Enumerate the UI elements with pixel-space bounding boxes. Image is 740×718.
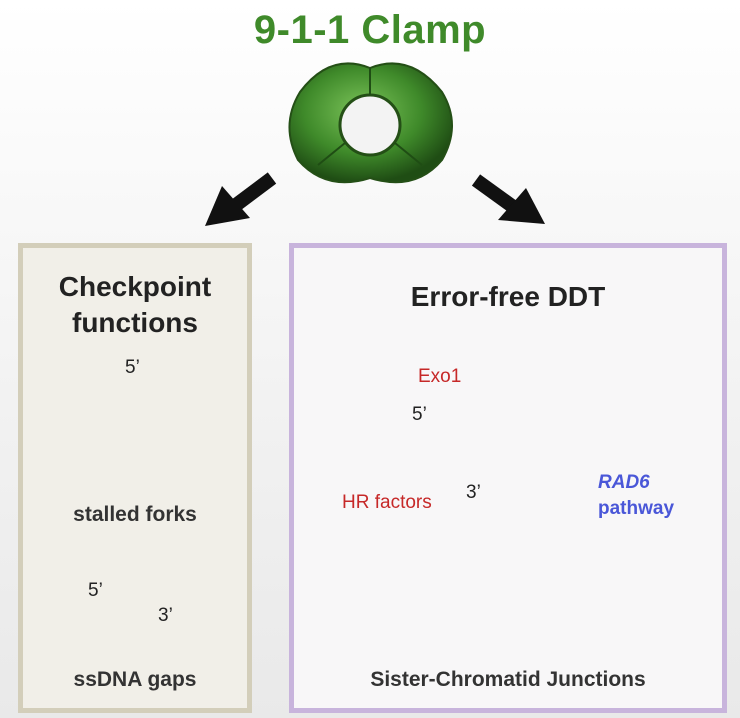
exo1-label: Exo1: [418, 366, 462, 387]
rad6-label: RAD6: [598, 472, 650, 493]
right-arrow-icon: [471, 174, 545, 224]
ssdna-gaps-label: ssDNA gaps: [73, 668, 197, 691]
ddt-title: Error-free DDT: [410, 281, 606, 312]
clamp-ring-icon: [288, 62, 453, 184]
ddt-5prime-label: 5’: [412, 404, 427, 425]
hr-factors-label: HR factors: [342, 492, 432, 513]
checkpoint-functions-panel: Checkpoint functions stalled forks ssDNA…: [18, 243, 252, 713]
pathway-label: pathway: [598, 498, 675, 519]
checkpoint-title-line1: Checkpoint: [58, 271, 212, 302]
error-free-ddt-panel: Error-free DDT Sister-Chromatid Junction…: [289, 243, 727, 713]
diagram-title: 9-1-1 Clamp: [253, 8, 487, 52]
sister-chromatid-junctions-label: Sister-Chromatid Junctions: [370, 668, 646, 691]
checkpoint-title-line2: functions: [72, 307, 198, 338]
ddt-3prime-label: 3’: [466, 482, 481, 503]
fork-5prime-label: 5’: [125, 357, 140, 378]
gap-5prime-label: 5’: [88, 580, 103, 601]
stalled-forks-label: stalled forks: [73, 503, 197, 526]
left-arrow-icon: [205, 172, 277, 226]
gap-3prime-label: 3’: [158, 605, 173, 626]
